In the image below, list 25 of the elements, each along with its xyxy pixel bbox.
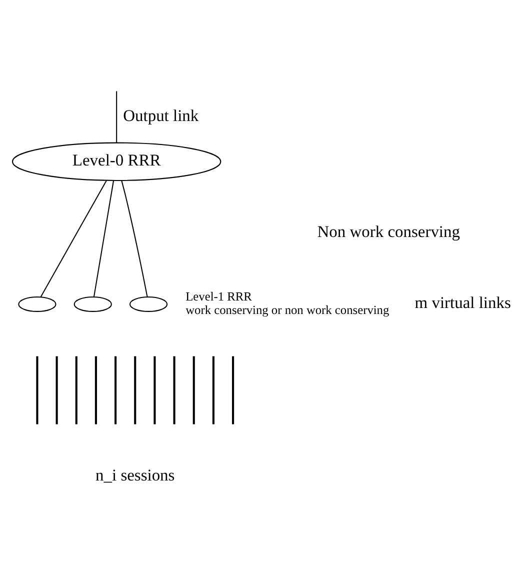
node-bar: [192, 356, 195, 424]
node-bar: [212, 356, 214, 424]
node-label: work conserving or non work conserving: [186, 302, 390, 317]
node-bar: [36, 356, 38, 424]
label: Non work conserving: [317, 222, 460, 241]
connector: [40, 180, 107, 297]
node-bar: [232, 356, 234, 424]
node-label: Level-1 RRR: [186, 289, 252, 304]
connector: [93, 180, 114, 297]
node-bar: [114, 356, 117, 424]
connector: [116, 90, 118, 142]
label: m virtual links: [414, 292, 511, 312]
node-bar: [154, 356, 156, 424]
connector: [121, 180, 148, 297]
node-ellipse: [18, 296, 56, 312]
node-bar: [94, 356, 97, 424]
node-ellipse: Level-0 RRR: [12, 142, 222, 180]
node-ellipse: [74, 296, 112, 312]
label: n_i sessions: [96, 464, 175, 484]
node-bar: [56, 356, 58, 424]
node-bar: [75, 356, 78, 424]
node-ellipse: [129, 296, 168, 312]
node-bar: [173, 356, 176, 424]
node-bar: [134, 356, 136, 424]
edge-label: Output link: [123, 105, 199, 124]
